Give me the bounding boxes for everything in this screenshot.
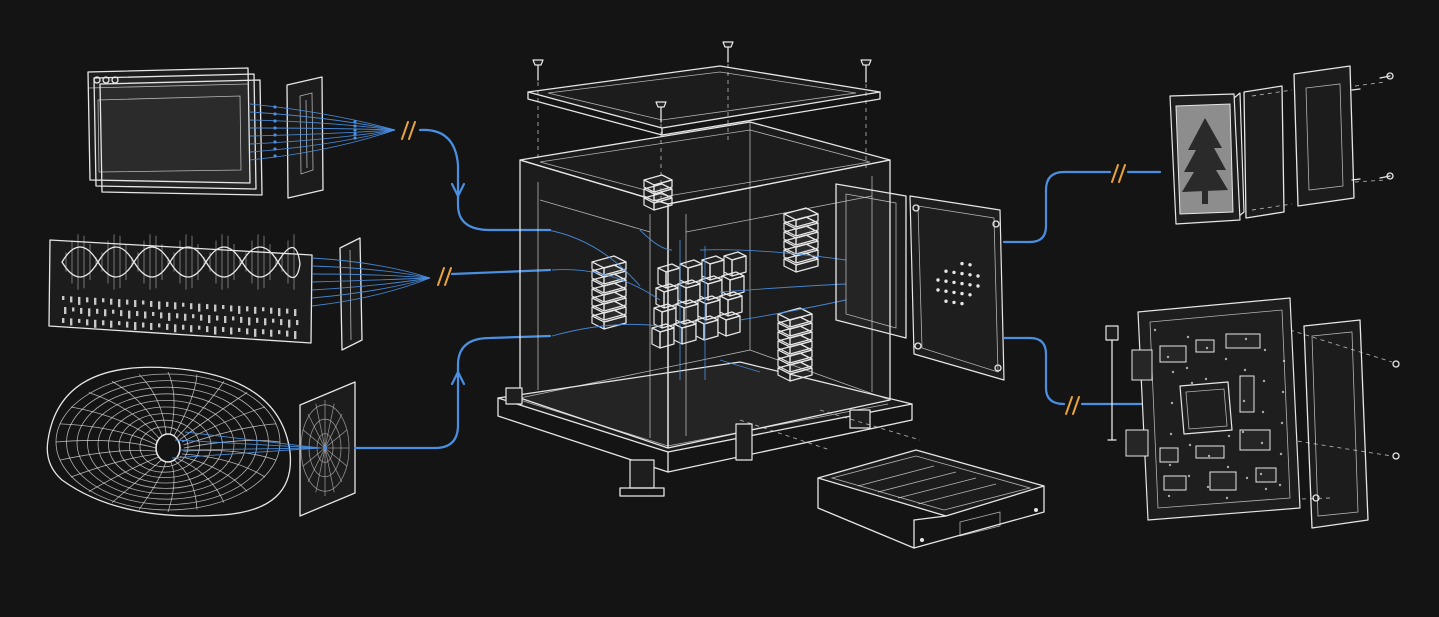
internal-blue-wiring (547, 229, 847, 380)
waveform-barcode-icon (48, 234, 313, 344)
side-memory-stack-left (591, 255, 627, 330)
enclosure-body (519, 121, 891, 449)
tree-display-icon (1169, 65, 1394, 225)
window-fiber-bundle (249, 103, 396, 161)
enclosure-lid (527, 65, 881, 136)
torus-light-rays (171, 431, 321, 459)
side-memory-stack-right (777, 307, 813, 382)
memory-cube-array (651, 251, 747, 349)
signal-break-markers-left (401, 121, 452, 286)
transparent-server-enclosure-icon (497, 41, 1045, 549)
circuit-board-icon (1105, 297, 1400, 529)
battery-tray (739, 409, 1045, 549)
flow-connector-waveform (450, 268, 552, 276)
waveform-filter-plate (339, 237, 363, 351)
lid-screws (532, 41, 872, 200)
window-filter-plate (286, 76, 324, 199)
top-memory-stack (643, 174, 819, 273)
browser-window-icon (87, 67, 263, 196)
waveform-fiber-bundle (311, 257, 431, 307)
wireframe-torus-icon (46, 366, 292, 517)
enclosure-base (497, 361, 913, 497)
flow-connector-window (418, 128, 552, 232)
enclosure-side-door (835, 183, 1005, 381)
flow-connector-torus (353, 334, 552, 450)
flow-connector-display (1002, 164, 1162, 244)
tree-icon (1182, 118, 1228, 204)
